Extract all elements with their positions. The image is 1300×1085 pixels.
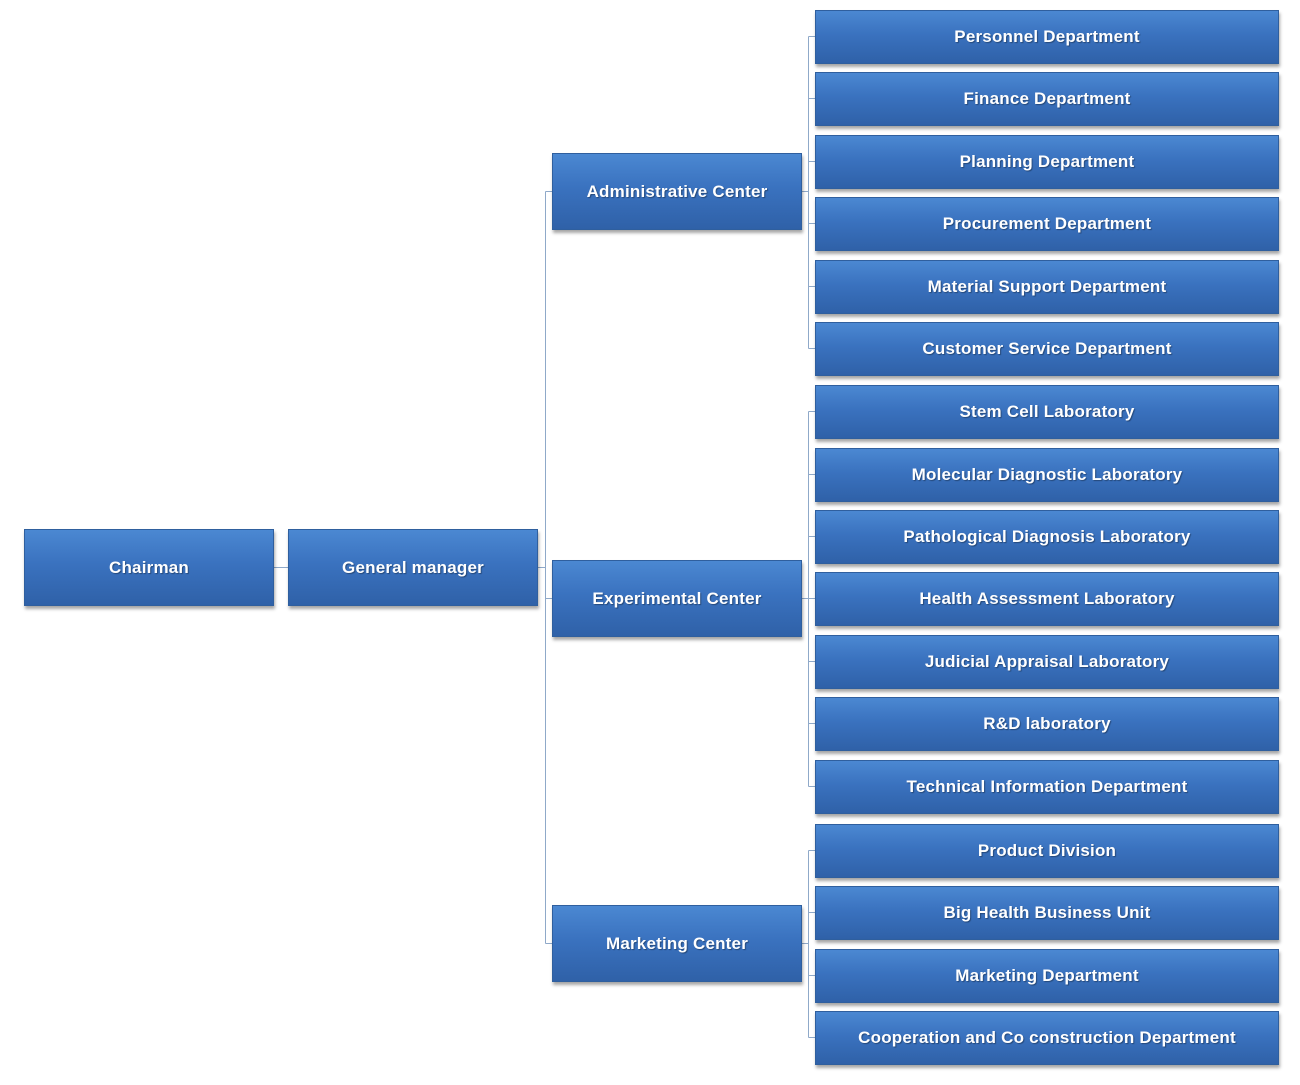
laboratory-label: Stem Cell Laboratory [959,402,1135,421]
department-box: Finance Department [815,72,1279,126]
department-box: Technical Information Department [815,760,1279,814]
department-label: Technical Information Department [906,777,1188,796]
department-box: Marketing Department [815,949,1279,1003]
business-unit-box: Big Health Business Unit [815,886,1279,940]
laboratory-box: Health Assessment Laboratory [815,572,1279,626]
laboratory-box: Molecular Diagnostic Laboratory [815,448,1279,502]
division-box: Product Division [815,824,1279,878]
general-manager-box: General manager [288,529,538,606]
department-label: Finance Department [963,89,1131,108]
division-label: Product Division [977,841,1117,860]
department-label: Personnel Department [954,27,1140,46]
general-manager-label: General manager [342,557,484,577]
department-label: Marketing Department [955,966,1139,985]
laboratory-box: Pathological Diagnosis Laboratory [815,510,1279,564]
laboratory-label: R&D laboratory [983,714,1111,733]
department-label: Customer Service Department [922,339,1172,358]
department-label: Cooperation and Co construction Departme… [858,1028,1236,1047]
experimental-center-label: Experimental Center [592,588,762,608]
administrative-center-label: Administrative Center [586,181,768,201]
department-label: Planning Department [959,152,1135,171]
department-box: Customer Service Department [815,322,1279,376]
department-box: Planning Department [815,135,1279,189]
business-unit-label: Big Health Business Unit [943,903,1151,922]
marketing-center-box: Marketing Center [552,905,802,982]
department-label: Procurement Department [942,214,1152,233]
laboratory-label: Pathological Diagnosis Laboratory [903,527,1191,546]
laboratory-label: Judicial Appraisal Laboratory [924,652,1170,671]
chairman-box: Chairman [24,529,274,606]
department-box: Procurement Department [815,197,1279,251]
department-label: Material Support Department [927,277,1167,296]
laboratory-label: Health Assessment Laboratory [919,589,1175,608]
laboratory-box: Judicial Appraisal Laboratory [815,635,1279,689]
administrative-center-box: Administrative Center [552,153,802,230]
laboratory-label: Molecular Diagnostic Laboratory [911,465,1183,484]
chairman-label: Chairman [108,557,189,577]
department-box: Personnel Department [815,10,1279,64]
laboratory-box: Stem Cell Laboratory [815,385,1279,439]
marketing-center-label: Marketing Center [605,933,749,953]
department-box: Material Support Department [815,260,1279,314]
experimental-center-box: Experimental Center [552,560,802,637]
department-box: Cooperation and Co construction Departme… [815,1011,1279,1065]
laboratory-box: R&D laboratory [815,697,1279,751]
